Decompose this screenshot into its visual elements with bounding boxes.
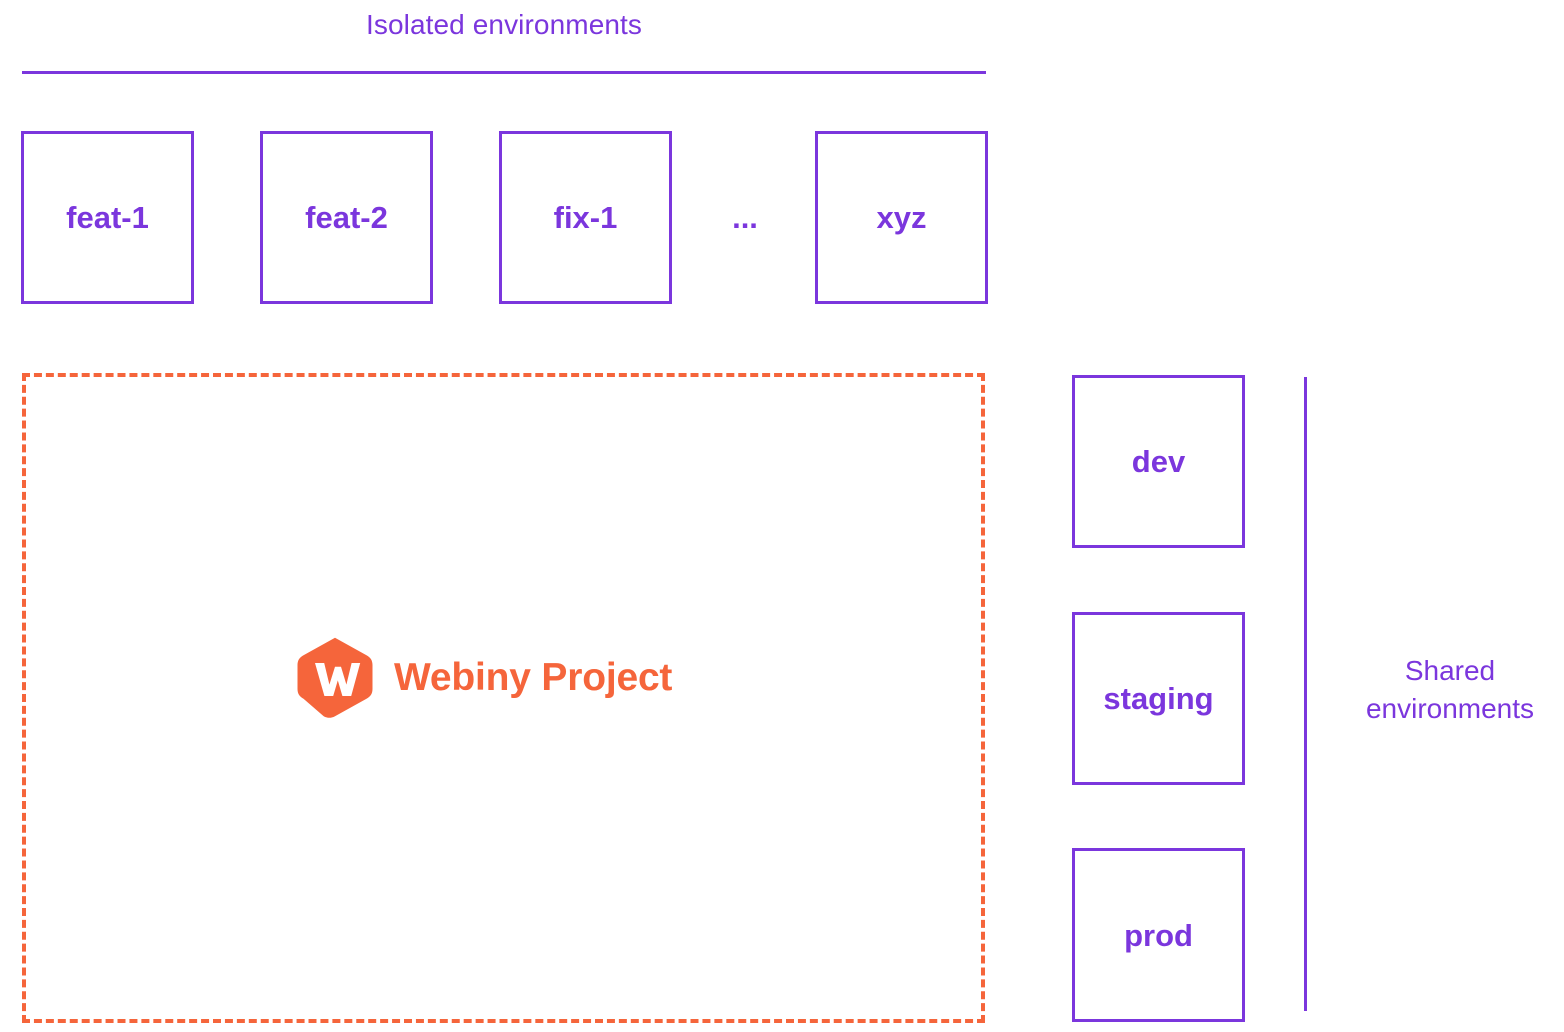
isolated-environments-divider bbox=[22, 71, 986, 74]
isolated-env-box-feat-2[interactable]: feat-2 bbox=[260, 131, 433, 304]
isolated-env-label: feat-2 bbox=[305, 200, 388, 235]
isolated-env-label: xyz bbox=[876, 200, 927, 235]
isolated-env-label: feat-1 bbox=[66, 200, 149, 235]
shared-env-label: prod bbox=[1124, 917, 1193, 953]
webiny-project-name: Webiny Project bbox=[394, 655, 673, 699]
isolated-env-box-feat-1[interactable]: feat-1 bbox=[21, 131, 194, 304]
shared-environments-divider bbox=[1304, 377, 1307, 1011]
shared-environments-title-line-2: environments bbox=[1365, 693, 1535, 724]
shared-env-box-dev[interactable]: dev bbox=[1072, 375, 1245, 548]
shared-env-label: staging bbox=[1103, 681, 1214, 716]
isolated-env-box-fix-1[interactable]: fix-1 bbox=[499, 131, 672, 304]
isolated-env-box-xyz[interactable]: xyz bbox=[815, 131, 988, 304]
shared-environments-title-line-1: Shared bbox=[1404, 655, 1496, 686]
isolated-environments-title: Isolated environments bbox=[365, 9, 643, 40]
isolated-env-label: fix-1 bbox=[553, 200, 618, 235]
shared-environments-title: Shared environments bbox=[1336, 652, 1564, 728]
shared-env-box-staging[interactable]: staging bbox=[1072, 612, 1245, 785]
webiny-project-container bbox=[22, 373, 985, 1023]
webiny-project-brand: Webiny Project bbox=[296, 637, 673, 718]
shared-env-box-prod[interactable]: prod bbox=[1072, 848, 1245, 1022]
webiny-hexagon-logo-icon bbox=[297, 637, 373, 718]
shared-env-label: dev bbox=[1131, 444, 1186, 479]
isolated-env-ellipsis: ... bbox=[732, 200, 758, 235]
